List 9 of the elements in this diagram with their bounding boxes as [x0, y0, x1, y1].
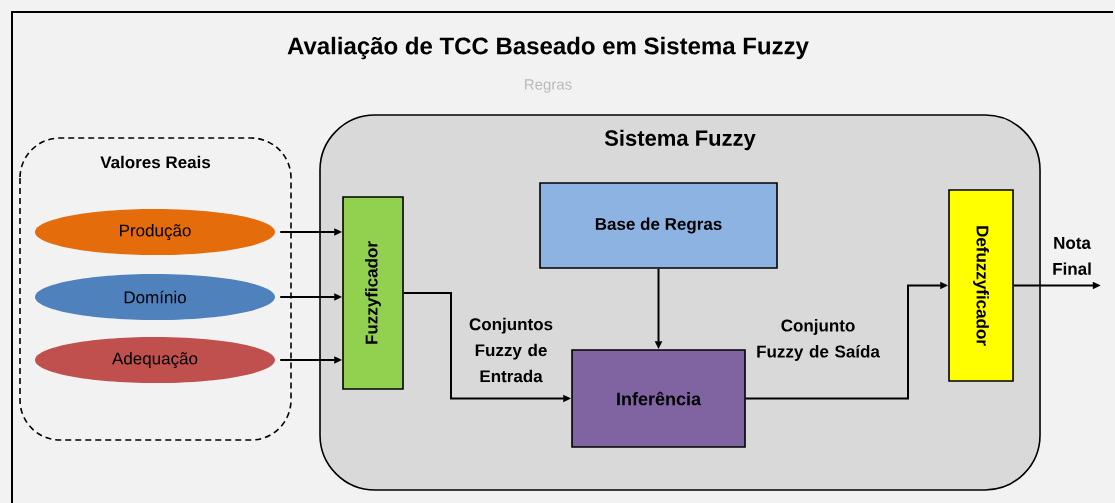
edge-label: Nota Final: [1053, 237, 1091, 275]
edge-label: Conjuntos Fuzzy de Entrada: [469, 317, 553, 383]
faint-label: Regras: [525, 79, 572, 93]
edge-label: Conjunto Fuzzy de Saída: [757, 319, 880, 361]
process-box: Base de Regras: [539, 182, 778, 269]
process-box: Fuzzyficador: [342, 196, 404, 390]
title: Avaliação de TCC Baseado em Sistema Fuzzy: [287, 36, 809, 60]
process-box: Inferência: [571, 349, 746, 448]
process-box: Defuzzyficador: [948, 189, 1014, 382]
